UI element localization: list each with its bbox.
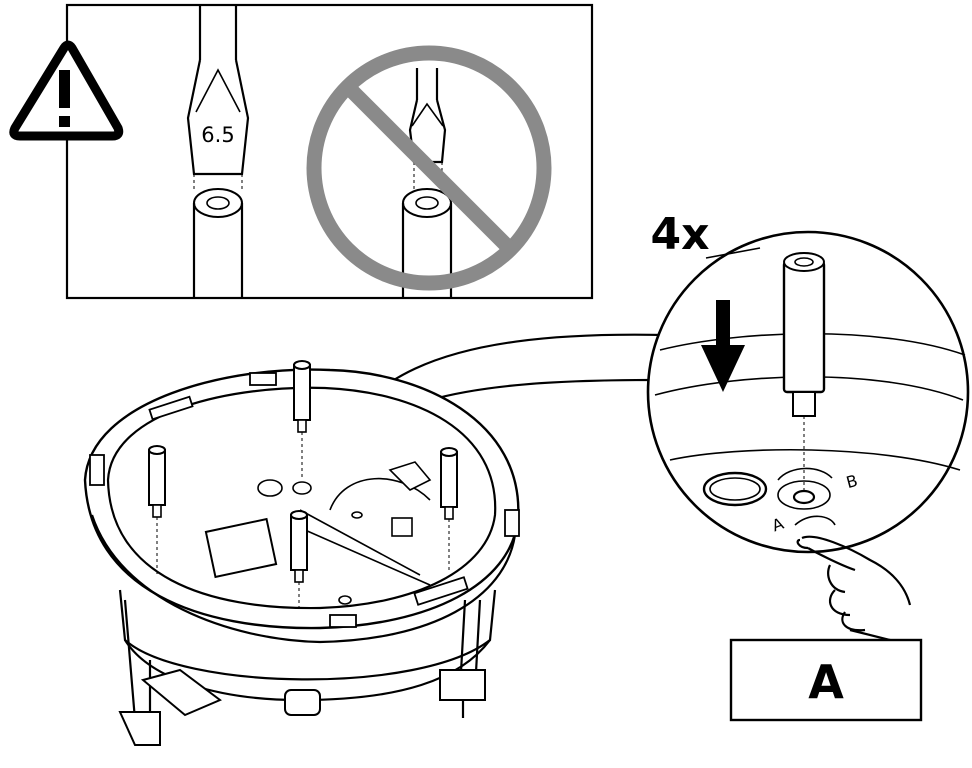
standoff-pin-right: [440, 447, 458, 572]
callout-box: A: [729, 638, 923, 722]
warning-triangle-icon: [9, 40, 124, 141]
standoff-pin-correct: [192, 188, 244, 297]
standoff-pin-back: [292, 360, 312, 495]
screwdriver-size-label: 6.5: [201, 123, 234, 147]
hole-mark-b: B: [844, 471, 860, 492]
correct-screwdriver: 6.5: [186, 5, 250, 190]
pointing-hand-icon: [796, 535, 912, 642]
standoff-pin-detail: [782, 252, 826, 492]
down-arrow-icon: [701, 300, 745, 392]
prohibition-sign-icon: [306, 45, 552, 291]
callout-label: A: [808, 655, 844, 709]
screwdriver-size-inset: 6.5: [9, 3, 594, 300]
standoff-pin-front: [290, 510, 308, 610]
repeat-count-label: 4x: [651, 209, 710, 260]
detail-zoom-circle: B A: [646, 230, 970, 642]
standoff-pin-left: [148, 445, 166, 575]
mount-base: [83, 368, 520, 746]
